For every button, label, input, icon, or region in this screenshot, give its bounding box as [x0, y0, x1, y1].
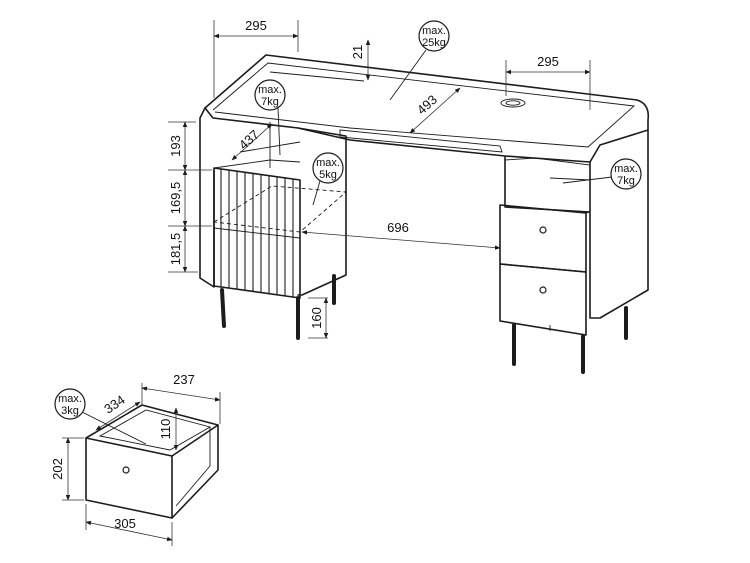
- dim-top-depth-right: 295: [537, 54, 559, 69]
- svg-text:5kg: 5kg: [319, 169, 337, 181]
- dim-shelf-height: 193: [168, 135, 183, 157]
- dim-rim-height: 21: [350, 45, 365, 59]
- slatted-drawer-front: [213, 167, 301, 299]
- drawer-detail: [62, 383, 221, 546]
- dim-drawer-width-inner: 237: [173, 372, 195, 387]
- svg-text:3kg: 3kg: [61, 405, 79, 417]
- drawer-knob: [539, 286, 547, 294]
- svg-text:max.: max.: [614, 163, 638, 175]
- left-pedestal-inner: [297, 127, 347, 296]
- dimension-labels: 295 21 295 493 193 169,5 181,5 437 696 1…: [50, 18, 559, 531]
- load-callout-middle-shelf: [312, 152, 344, 184]
- svg-text:7kg: 7kg: [617, 175, 635, 187]
- load-callout-left-shelf: [254, 79, 286, 111]
- load-callout-drawer: [54, 388, 86, 420]
- load-callout-top: [418, 20, 450, 52]
- desk-top-outline: [204, 54, 650, 163]
- dim-drawer1-height: 169,5: [168, 182, 183, 215]
- drawer-knob: [539, 226, 547, 234]
- dim-drawer-front-width: 305: [114, 516, 136, 531]
- svg-text:max.: max.: [316, 157, 340, 169]
- dim-top-inner-depth: 493: [414, 92, 440, 118]
- dim-drawer2-height: 181,5: [168, 233, 183, 266]
- dim-drawer-front-height: 202: [50, 458, 65, 480]
- svg-text:max.: max.: [58, 393, 82, 405]
- desk-top-rim: [212, 62, 636, 148]
- dim-drawer-inner-height: 110: [158, 419, 173, 440]
- left-pedestal-side: [199, 107, 215, 288]
- svg-text:max.: max.: [422, 25, 446, 37]
- cable-grommet: [500, 98, 526, 108]
- load-callouts: max. 25kg max. 7kg max. 5kg max. 7kg max…: [54, 20, 642, 445]
- dim-leg-height: 160: [309, 307, 324, 329]
- right-drawers: [499, 204, 591, 336]
- dim-drawer-depth: 334: [101, 392, 127, 417]
- svg-text:max.: max.: [258, 84, 282, 96]
- svg-text:25kg: 25kg: [422, 37, 446, 49]
- dim-knee-width: 696: [387, 220, 409, 235]
- dimension-lines: [168, 20, 591, 339]
- dim-top-depth-left: 295: [245, 18, 267, 33]
- svg-text:7kg: 7kg: [261, 96, 279, 108]
- load-callout-right-shelf: [610, 158, 642, 190]
